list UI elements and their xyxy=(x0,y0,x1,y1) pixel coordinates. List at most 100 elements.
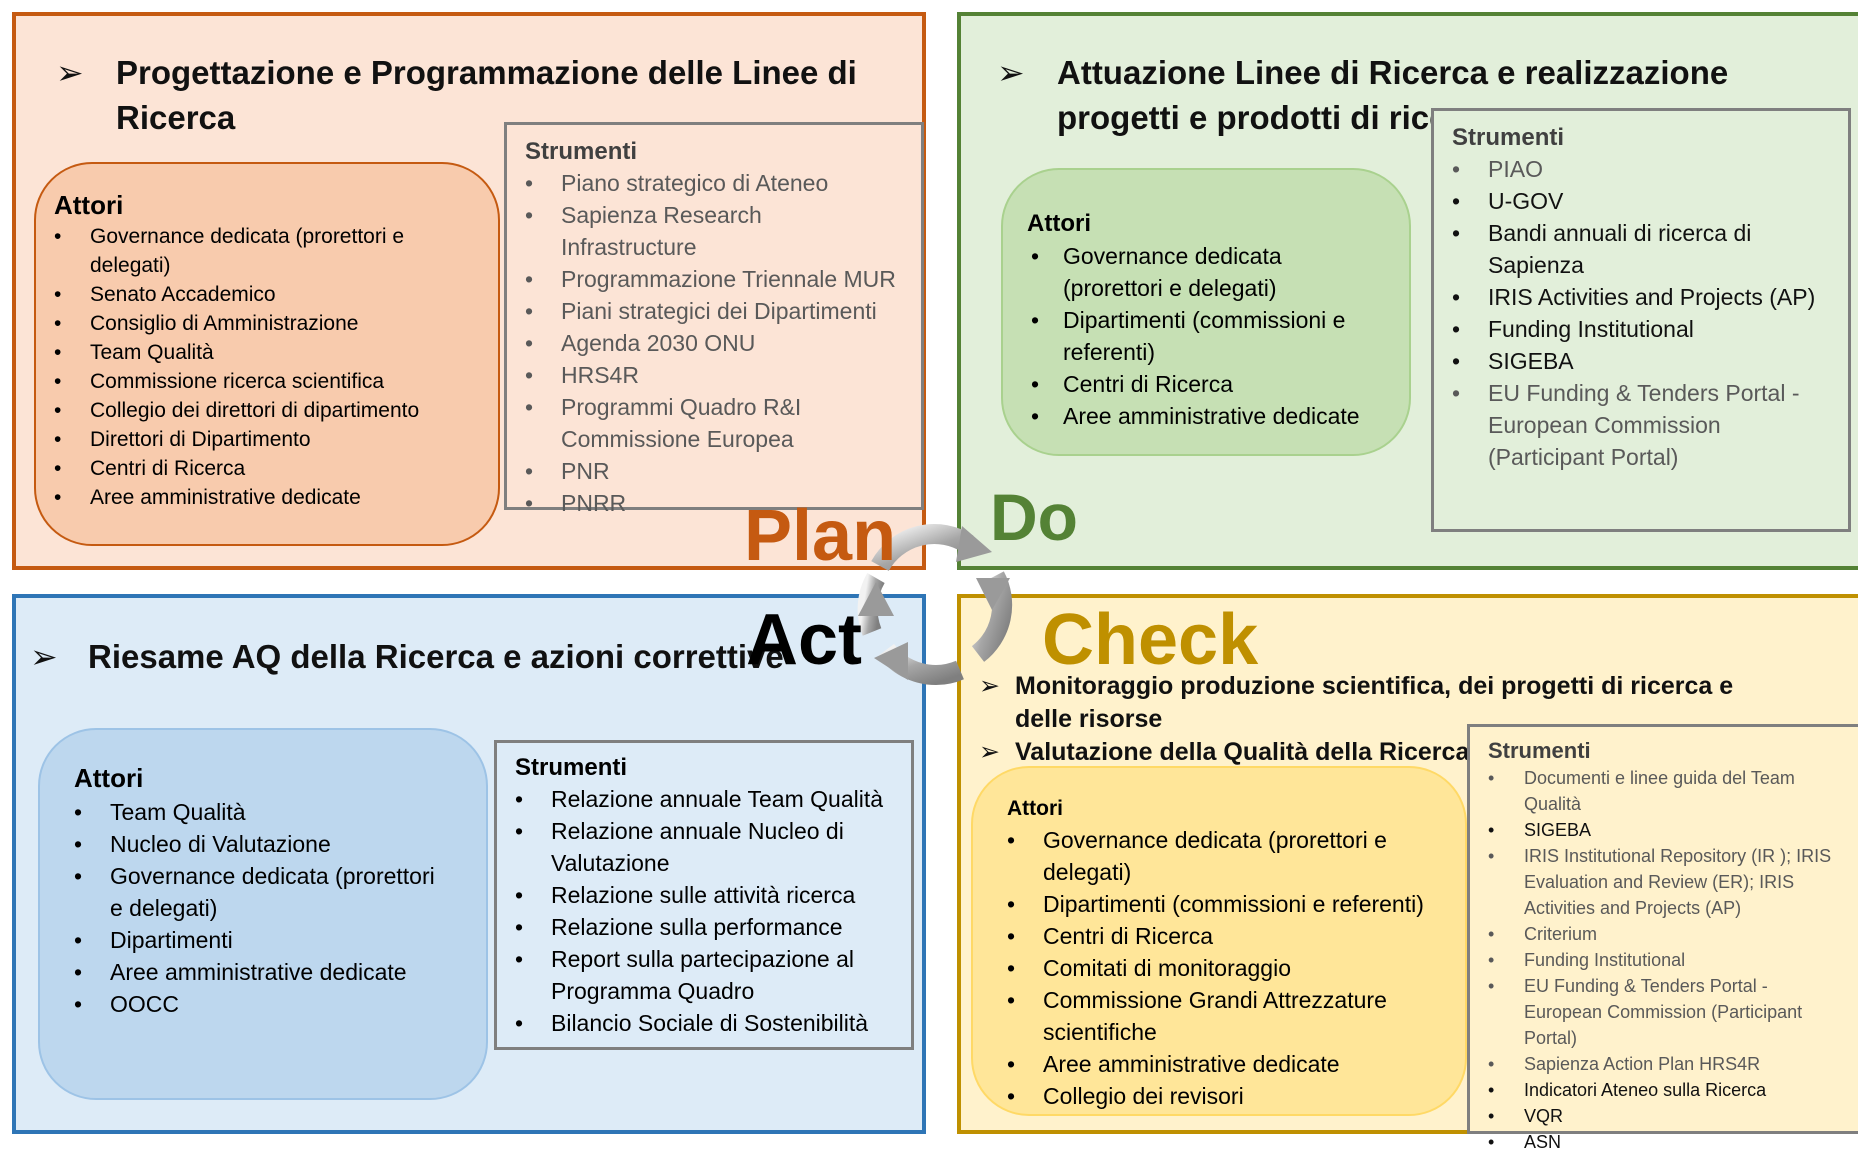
plan-tool-list: Piano strategico di AteneoSapienza Resea… xyxy=(525,167,903,519)
check-tool-item: Documenti e linee guida del Team Qualità xyxy=(1488,765,1846,817)
check-actor-item: Governance dedicata (prorettori e delega… xyxy=(1007,824,1431,888)
plan-actor-item: Commissione ricerca scientifica xyxy=(54,367,480,396)
plan-tools-box: Strumenti Piano strategico di AteneoSapi… xyxy=(504,122,924,519)
check-tool-item: ASN xyxy=(1488,1129,1846,1155)
check-actors-title: Attori xyxy=(1007,797,1063,820)
check-tool-list: Documenti e linee guida del Team Qualità… xyxy=(1488,765,1846,1155)
plan-actor-item: Governance dedicata (prorettori e delega… xyxy=(54,222,480,280)
do-actors-box: Attori Governance dedicata (prorettori e… xyxy=(1001,168,1411,456)
check-tool-item: EU Funding & Tenders Portal - European C… xyxy=(1488,973,1846,1051)
do-tools-box: Strumenti PIAOU-GOVBandi annuali di rice… xyxy=(1431,108,1851,532)
act-label: Act xyxy=(746,600,863,680)
do-label: Do xyxy=(990,480,1078,554)
act-tool-list: Relazione annuale Team QualitàRelazione … xyxy=(515,783,893,1039)
check-heading-monitoraggio: ➢ Monitoraggio produzione scientifica, d… xyxy=(979,670,1779,736)
pdca-cycle-arrows-icon xyxy=(857,524,1013,685)
do-tool-item: PIAO xyxy=(1452,153,1830,185)
act-tool-item: Report sulla partecipazione al Programma… xyxy=(515,943,893,1007)
do-actor-item: Governance dedicata (prorettori e delega… xyxy=(1027,240,1385,304)
plan-tool-item: Programmi Quadro R&I Commissione Europea xyxy=(525,391,903,455)
do-actor-list: Governance dedicata (prorettori e delega… xyxy=(1027,240,1385,432)
check-tool-item: Criterium xyxy=(1488,921,1846,947)
do-actor-item: Centri di Ricerca xyxy=(1027,368,1385,400)
do-tool-item: U-GOV xyxy=(1452,185,1830,217)
plan-actor-item: Direttori di Dipartimento xyxy=(54,425,480,454)
act-actors-box: Attori Team QualitàNucleo di Valutazione… xyxy=(38,728,488,1100)
plan-tool-item: Sapienza Research Infrastructure xyxy=(525,199,903,263)
check-tool-item: SIGEBA xyxy=(1488,817,1846,843)
do-actor-item: Aree amministrative dedicate xyxy=(1027,400,1385,432)
check-actors-box: Attori Governance dedicata (prorettori e… xyxy=(971,766,1467,1116)
plan-tool-item: HRS4R xyxy=(525,359,903,391)
plan-actor-list: Governance dedicata (prorettori e delega… xyxy=(54,222,480,512)
plan-tools-title: Strumenti xyxy=(525,138,638,165)
plan-actor-item: Senato Accademico xyxy=(54,280,480,309)
check-actor-item: Collegio dei revisori xyxy=(1007,1080,1431,1112)
act-tool-item: Relazione annuale Team Qualità xyxy=(515,783,893,815)
plan-label: Plan xyxy=(744,496,897,576)
check-heading-valutazione: ➢ Valutazione della Qualità della Ricerc… xyxy=(979,736,1779,769)
check-actor-list: Governance dedicata (prorettori e delega… xyxy=(1007,824,1431,1112)
check-tools-box: Strumenti Documenti e linee guida del Te… xyxy=(1467,724,1858,1155)
check-tool-item: Funding Institutional xyxy=(1488,947,1846,973)
plan-tool-item: PNR xyxy=(525,455,903,487)
plan-tool-item: Piano strategico di Ateneo xyxy=(525,167,903,199)
do-actors-title: Attori xyxy=(1027,210,1091,237)
act-tools-title: Strumenti xyxy=(515,754,628,781)
check-actor-item: Aree amministrative dedicate xyxy=(1007,1048,1431,1080)
act-tools-box: Strumenti Relazione annuale Team Qualità… xyxy=(494,740,914,1050)
plan-actor-item: Collegio dei direttori di dipartimento xyxy=(54,396,480,425)
check-tool-item: VQR xyxy=(1488,1103,1846,1129)
do-tool-item: EU Funding & Tenders Portal - European C… xyxy=(1452,377,1830,473)
act-actor-item: Nucleo di Valutazione xyxy=(74,828,452,860)
do-tool-list: PIAOU-GOVBandi annuali di ricerca di Sap… xyxy=(1452,153,1830,473)
arrow-bullet-icon: ➢ xyxy=(30,638,58,675)
do-tool-item: IRIS Activities and Projects (AP) xyxy=(1452,281,1830,313)
do-quadrant: ➢ Attuazione Linee di Ricerca e realizza… xyxy=(957,12,1858,570)
act-actor-item: OOCC xyxy=(74,988,452,1020)
arrow-bullet-icon: ➢ xyxy=(979,738,1000,766)
check-actor-item: Dipartimenti (commissioni e referenti) xyxy=(1007,888,1431,920)
act-tool-item: Relazione sulle attività ricerca xyxy=(515,879,893,911)
do-actor-item: Dipartimenti (commissioni e referenti) xyxy=(1027,304,1385,368)
do-heading: ➢ Attuazione Linee di Ricerca e realizza… xyxy=(997,50,1857,140)
act-actor-list: Team QualitàNucleo di ValutazioneGoverna… xyxy=(74,796,452,1020)
act-quadrant: ➢ Riesame AQ della Ricerca e azioni corr… xyxy=(12,594,926,1134)
check-actor-item: Comitati di monitoraggio xyxy=(1007,952,1431,984)
act-heading: ➢ Riesame AQ della Ricerca e azioni corr… xyxy=(30,634,790,679)
plan-tool-item: Piani strategici dei Dipartimenti xyxy=(525,295,903,327)
plan-quadrant: ➢ Progettazione e Programmazione delle L… xyxy=(12,12,926,570)
act-tool-item: Bilancio Sociale di Sostenibilità xyxy=(515,1007,893,1039)
plan-tool-item: PNRR xyxy=(525,487,903,519)
do-tool-item: SIGEBA xyxy=(1452,345,1830,377)
plan-tool-item: Agenda 2030 ONU xyxy=(525,327,903,359)
plan-actor-item: Consiglio di Amministrazione xyxy=(54,309,480,338)
check-tools-title: Strumenti xyxy=(1488,738,1591,763)
plan-actor-item: Team Qualità xyxy=(54,338,480,367)
arrow-bullet-icon: ➢ xyxy=(56,54,84,91)
check-tool-item: Indicatori Ateneo sulla Ricerca xyxy=(1488,1077,1846,1103)
do-tools-title: Strumenti xyxy=(1452,124,1565,151)
check-actor-item: Centri di Ricerca xyxy=(1007,920,1431,952)
act-actor-item: Dipartimenti xyxy=(74,924,452,956)
check-tool-item: Sapienza Action Plan HRS4R xyxy=(1488,1051,1846,1077)
act-tool-item: Relazione annuale Nucleo di Valutazione xyxy=(515,815,893,879)
plan-actors-box: Attori Governance dedicata (prorettori e… xyxy=(34,162,500,546)
check-label: Check xyxy=(1042,600,1259,680)
arrow-bullet-icon: ➢ xyxy=(979,672,1000,700)
act-actor-item: Team Qualità xyxy=(74,796,452,828)
act-actors-title: Attori xyxy=(74,763,144,793)
arrow-bullet-icon: ➢ xyxy=(997,54,1025,91)
do-tool-item: Bandi annuali di ricerca di Sapienza xyxy=(1452,217,1830,281)
plan-actor-item: Aree amministrative dedicate xyxy=(54,483,480,512)
plan-heading: ➢ Progettazione e Programmazione delle L… xyxy=(56,50,876,140)
act-actor-item: Governance dedicata (prorettori e delega… xyxy=(74,860,452,924)
check-tool-item: IRIS Institutional Repository (IR ); IRI… xyxy=(1488,843,1846,921)
check-quadrant: ➢ Monitoraggio produzione scientifica, d… xyxy=(957,594,1858,1155)
check-actor-item: Commissione Grandi Attrezzature scientif… xyxy=(1007,984,1431,1048)
plan-actor-item: Centri di Ricerca xyxy=(54,454,480,483)
plan-tool-item: Programmazione Triennale MUR xyxy=(525,263,903,295)
act-actor-item: Aree amministrative dedicate xyxy=(74,956,452,988)
do-tool-item: Funding Institutional xyxy=(1452,313,1830,345)
plan-actors-title: Attori xyxy=(54,190,124,220)
